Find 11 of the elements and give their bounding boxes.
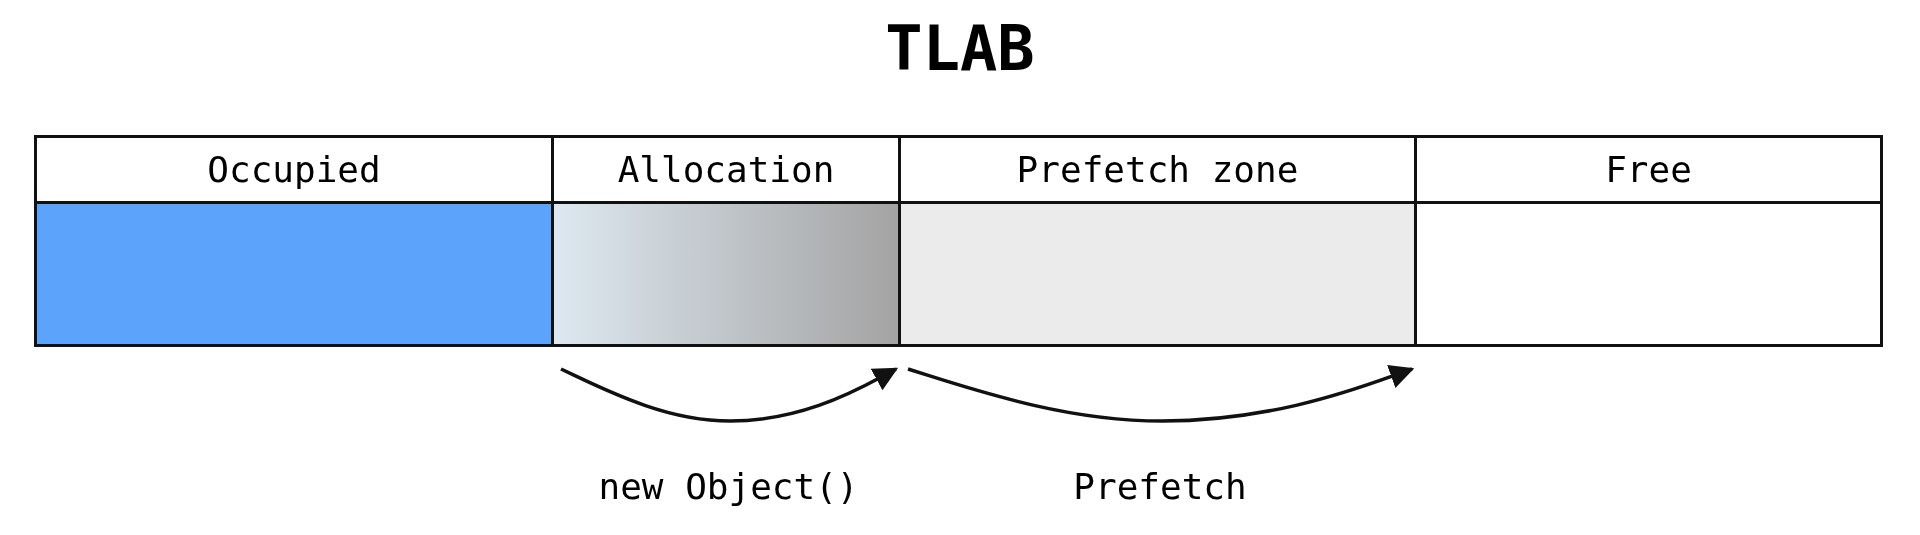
region-label: Occupied <box>207 149 381 190</box>
curved-arrow <box>907 364 1415 423</box>
region-label: Free <box>1605 149 1692 190</box>
memory-region <box>1414 135 1883 347</box>
memory-region <box>34 135 554 347</box>
memory-region <box>551 135 901 347</box>
diagram-title: TLAB <box>885 18 1035 80</box>
memory-region <box>898 135 1417 347</box>
region-label: Allocation <box>617 149 835 190</box>
region-label: Prefetch zone <box>1016 149 1299 190</box>
curved-arrow <box>560 367 899 423</box>
